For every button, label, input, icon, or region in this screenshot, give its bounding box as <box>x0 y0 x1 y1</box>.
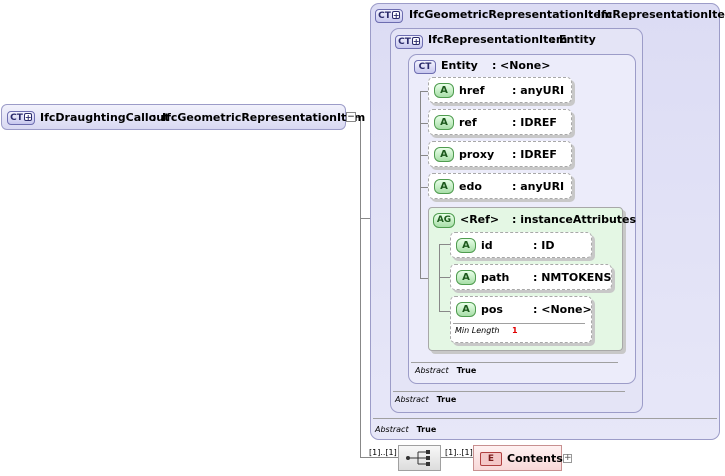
inner-type-separator: : <box>492 59 497 72</box>
attribute-name: edo <box>459 180 482 193</box>
attribute-badge: A <box>456 270 476 285</box>
attribute-group-badge: AG <box>433 213 455 228</box>
complex-type-badge: CT+ <box>7 111 35 125</box>
outer-base-type: IfcRepresentationItem <box>597 8 725 21</box>
connector-line <box>441 457 473 458</box>
connector-line <box>420 91 430 92</box>
connector-line <box>439 244 440 312</box>
middle-type-name: IfcRepresentationItem <box>428 33 568 46</box>
root-type-name: IfcDraughtingCallout <box>40 111 170 124</box>
expand-toggle[interactable]: + <box>563 453 572 463</box>
element-name: Contents <box>507 452 563 465</box>
attribute-badge: A <box>434 83 454 98</box>
attribute-type: : anyURI <box>512 84 565 97</box>
connector-line <box>360 117 361 457</box>
connector-line <box>420 278 430 279</box>
attribute-name: proxy <box>459 148 495 161</box>
element-occurrence: [1]..[1] <box>445 448 473 457</box>
attribute-type: : IDREF <box>512 116 557 129</box>
connector-line <box>420 187 430 188</box>
collapse-toggle[interactable]: − <box>346 112 356 122</box>
attribute-badge: A <box>456 238 476 253</box>
attribute-pos[interactable]: A pos : <None> Min Length 1 <box>450 296 592 343</box>
inner-base-type: <None> <box>500 59 551 72</box>
attribute-group-type: : instanceAttributes <box>512 213 637 226</box>
expand-icon: + <box>391 11 400 20</box>
divider <box>411 362 618 363</box>
attribute-edo[interactable]: A edo : anyURI <box>428 173 572 199</box>
connector-line <box>420 155 430 156</box>
complex-type-badge: CT+ <box>395 35 423 49</box>
connector-line <box>439 311 451 312</box>
attribute-badge: A <box>434 115 454 130</box>
outer-type-separator: : <box>589 8 594 21</box>
divider <box>453 323 585 324</box>
attribute-href[interactable]: A href : anyURI <box>428 77 572 103</box>
min-length-facet: Min Length 1 <box>455 326 518 335</box>
root-base-type: IfcGeometricRepresentationItem <box>162 111 366 124</box>
inner-type-name: Entity <box>441 59 478 72</box>
attribute-type: : anyURI <box>512 180 565 193</box>
middle-base-type: Entity <box>559 33 596 46</box>
divider <box>373 418 717 419</box>
sequence-compositor[interactable] <box>398 445 441 471</box>
attribute-path[interactable]: A path : NMTOKENS <box>450 264 612 290</box>
connector-line <box>420 123 430 124</box>
element-contents[interactable]: E Contents <box>473 445 563 471</box>
expand-icon: + <box>411 37 420 46</box>
divider <box>393 391 625 392</box>
attribute-type: : NMTOKENS <box>533 271 612 284</box>
outer-type-name: IfcGeometricRepresentationItem <box>409 8 613 21</box>
root-type-node[interactable]: CT+ IfcDraughtingCallout : IfcGeometricR… <box>1 104 365 130</box>
attribute-name: path <box>481 271 510 284</box>
element-badge: E <box>480 452 502 466</box>
sequence-icon <box>406 450 430 466</box>
connector-line <box>420 91 421 278</box>
connector-line <box>439 277 451 278</box>
attribute-name: href <box>459 84 485 97</box>
root-type-separator: : <box>152 111 157 124</box>
complex-type-badge: CT+ <box>375 9 403 23</box>
middle-type-separator: : <box>551 33 556 46</box>
attribute-ref[interactable]: A ref : IDREF <box>428 109 572 135</box>
attribute-type: : ID <box>533 239 555 252</box>
attribute-group-name: <Ref> <box>460 213 500 226</box>
complex-type-badge: CT <box>414 60 436 74</box>
attribute-proxy[interactable]: A proxy : IDREF <box>428 141 572 167</box>
sequence-occurrence: [1]..[1] <box>369 448 397 457</box>
attribute-name: ref <box>459 116 477 129</box>
attribute-type: : IDREF <box>512 148 557 161</box>
connector-line <box>439 244 451 245</box>
attribute-name: id <box>481 239 493 252</box>
attribute-type: : <None> <box>533 303 592 316</box>
attribute-id[interactable]: A id : ID <box>450 232 592 258</box>
connector-line <box>360 457 398 458</box>
attribute-badge: A <box>434 147 454 162</box>
expand-icon: + <box>23 113 32 122</box>
attribute-badge: A <box>434 179 454 194</box>
attribute-badge: A <box>456 302 476 317</box>
attribute-name: pos <box>481 303 503 316</box>
